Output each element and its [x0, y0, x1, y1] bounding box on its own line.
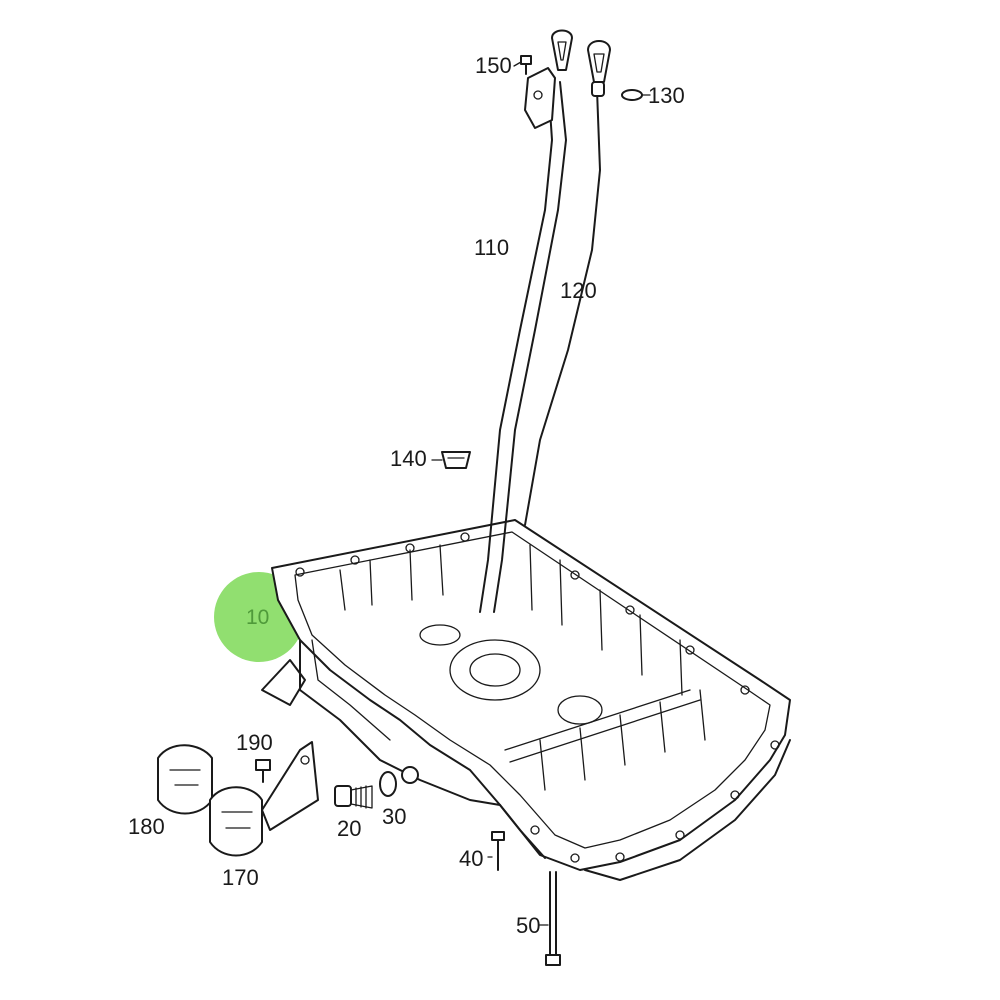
callout-130: 130: [648, 83, 685, 108]
engine-mount-180[interactable]: [157, 744, 213, 815]
engine-mount-170[interactable]: [209, 741, 319, 857]
seal-ring-30[interactable]: [379, 771, 397, 797]
bolt-150[interactable]: [520, 55, 532, 75]
callout-20: 20: [337, 816, 361, 841]
drain-plug-20[interactable]: [334, 785, 373, 809]
callout-50: 50: [516, 913, 540, 938]
oil-pan[interactable]: [261, 519, 791, 881]
callout-10: 10: [246, 606, 269, 629]
dipstick[interactable]: [524, 40, 611, 526]
leader-lines: [431, 61, 651, 926]
bolt-190[interactable]: [255, 759, 271, 783]
callout-190: 190: [236, 730, 273, 755]
callout-140: 140: [390, 446, 427, 471]
bolt-50[interactable]: [545, 871, 561, 966]
bolt-40[interactable]: [491, 831, 505, 871]
callout-30: 30: [382, 804, 406, 829]
o-ring-130[interactable]: [621, 89, 643, 101]
callout-110: 110: [474, 235, 509, 260]
callout-180: 180: [128, 814, 165, 839]
callout-40: 40: [459, 846, 483, 871]
callout-170: 170: [222, 865, 259, 890]
callout-150: 150: [475, 53, 512, 78]
dipstick-tube[interactable]: [479, 29, 573, 613]
callout-120: 120: [560, 278, 597, 303]
plug-140[interactable]: [441, 451, 471, 469]
